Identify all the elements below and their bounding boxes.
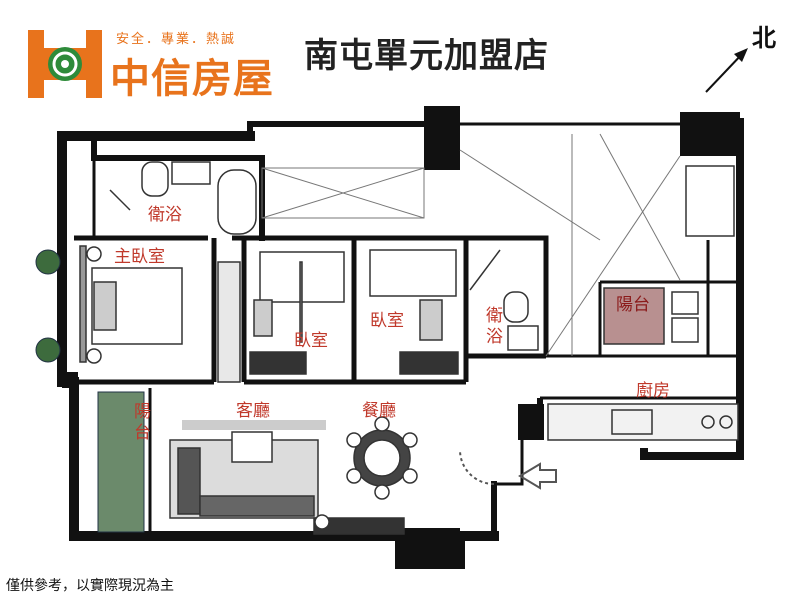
bath-1-fixtures <box>109 161 257 235</box>
room-label-bedroom-2: 臥室 <box>370 311 404 331</box>
brand-logo <box>28 30 102 98</box>
room-label-kitchen: 廚房 <box>636 381 670 401</box>
tagline: 安全．專業．熱誠 <box>116 32 237 47</box>
room-label-bath-1: 衛浴 <box>148 205 182 225</box>
master-bedroom-furniture <box>79 245 241 383</box>
room-label-balcony-1: 陽台 <box>130 402 150 444</box>
north-label: 北 <box>752 24 776 52</box>
kitchen-fixtures <box>547 165 739 441</box>
disclaimer: 僅供參考，以實際現況為主 <box>6 578 174 594</box>
brand-name: 中信房屋 <box>110 56 274 102</box>
bath-2-fixtures <box>469 249 539 351</box>
room-label-dining-room: 餐廳 <box>362 401 396 421</box>
room-label-balcony-2: 陽台 <box>616 295 650 315</box>
void-lines <box>261 133 681 357</box>
bedroom-furniture <box>249 249 459 375</box>
entrance-arrow-icon <box>459 449 557 490</box>
interior-walls <box>70 158 740 536</box>
dining-table <box>346 416 418 500</box>
store-name: 南屯單元加盟店 <box>304 36 549 76</box>
balcony-plants <box>35 249 145 533</box>
room-label-living-room: 客廳 <box>236 401 270 421</box>
room-label-bath-2: 衛浴 <box>482 306 502 348</box>
structural-columns <box>62 106 740 564</box>
room-label-bedroom-1: 臥室 <box>294 331 328 351</box>
living-room-furniture <box>169 420 405 535</box>
north-arrow-icon <box>705 48 748 93</box>
room-label-master-bedroom: 主臥室 <box>114 247 165 267</box>
